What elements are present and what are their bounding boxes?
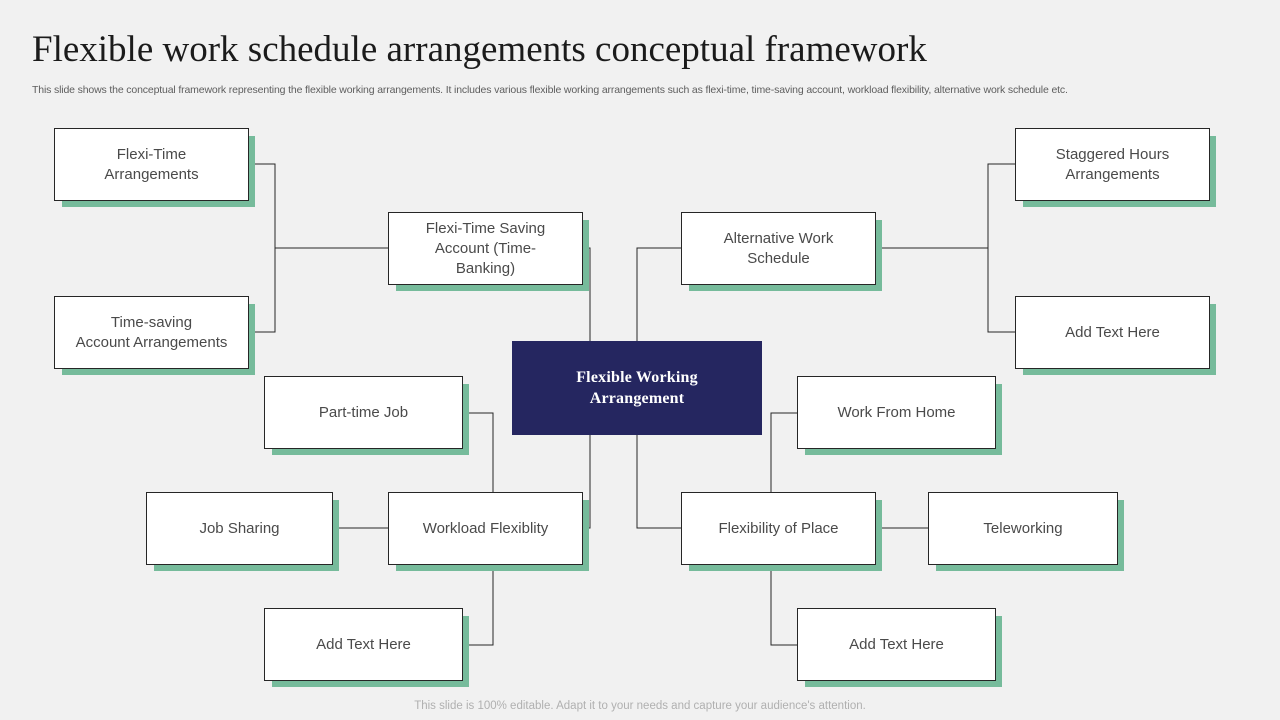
node-staggered-hours-arrangements[interactable]: Staggered Hours Arrangements xyxy=(1015,128,1210,201)
node-label: Part-time Job xyxy=(318,403,409,421)
node-job-sharing[interactable]: Job Sharing xyxy=(146,492,333,565)
node-work-from-home[interactable]: Work From Home xyxy=(797,376,996,449)
node-label: Teleworking xyxy=(983,519,1063,537)
node-label: Alternative Work Schedule xyxy=(723,229,834,267)
page-subtitle: This slide shows the conceptual framewor… xyxy=(32,84,1068,96)
node-label: Time-saving Account Arrangements xyxy=(75,313,228,351)
node-time-saving-account[interactable]: Time-saving Account Arrangements xyxy=(54,296,249,369)
node-label: Job Sharing xyxy=(199,519,280,537)
node-label: Staggered Hours Arrangements xyxy=(1055,145,1170,183)
node-flexi-time-arrangements[interactable]: Flexi-Time Arrangements xyxy=(54,128,249,201)
node-add-text-here-right-top[interactable]: Add Text Here xyxy=(1015,296,1210,369)
node-label: Add Text Here xyxy=(1065,323,1160,341)
node-label: Workload Flexiblity xyxy=(422,519,549,537)
node-workload-flexiblity[interactable]: Workload Flexiblity xyxy=(388,492,583,565)
node-label: Flexibility of Place xyxy=(718,519,839,537)
page-title: Flexible work schedule arrangements conc… xyxy=(32,29,927,70)
node-flexibility-of-place[interactable]: Flexibility of Place xyxy=(681,492,876,565)
node-add-text-here-bottom-right[interactable]: Add Text Here xyxy=(797,608,996,681)
node-alternative-work-schedule[interactable]: Alternative Work Schedule xyxy=(681,212,876,285)
node-label: Add Text Here xyxy=(316,635,411,653)
slide-footer: This slide is 100% editable. Adapt it to… xyxy=(414,700,866,712)
node-flexi-time-saving-account[interactable]: Flexi-Time Saving Account (Time- Banking… xyxy=(388,212,583,285)
node-label: Add Text Here xyxy=(849,635,944,653)
center-node[interactable]: Flexible Working Arrangement xyxy=(512,341,762,435)
node-teleworking[interactable]: Teleworking xyxy=(928,492,1118,565)
center-node-label: Flexible Working Arrangement xyxy=(576,369,698,407)
node-add-text-here-bottom-left[interactable]: Add Text Here xyxy=(264,608,463,681)
node-label: Flexi-Time Arrangements xyxy=(104,145,199,183)
node-label: Flexi-Time Saving Account (Time- Banking… xyxy=(425,219,546,277)
node-label: Work From Home xyxy=(837,403,956,421)
node-part-time-job[interactable]: Part-time Job xyxy=(264,376,463,449)
